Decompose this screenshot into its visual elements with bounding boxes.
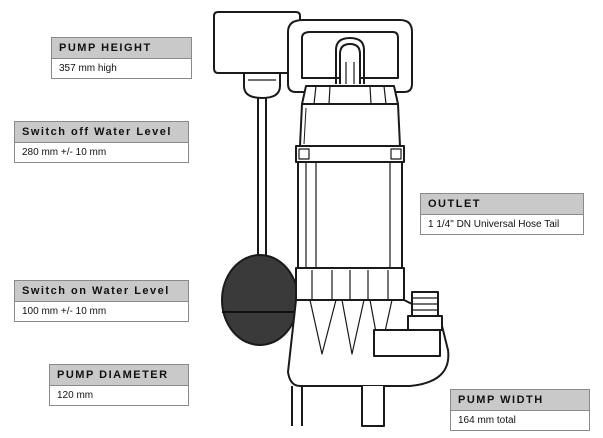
base-collar [295, 267, 405, 301]
pump-diameter-label: PUMP DIAMETER 120 mm [49, 364, 189, 406]
pump-width-value: 164 mm total [458, 415, 516, 426]
pump-feet [291, 386, 385, 427]
motor-cap [301, 85, 399, 105]
pump-width-title: PUMP WIDTH [451, 390, 589, 411]
outlet-label: OUTLET 1 1/4" DN Universal Hose Tail [420, 193, 584, 235]
pump-body [297, 161, 403, 269]
switch-on-title: Switch on Water Level [15, 281, 188, 302]
motor-upper-housing [299, 103, 401, 147]
pump-height-label: PUMP HEIGHT 357 mm high [51, 37, 192, 79]
pump-height-title: PUMP HEIGHT [52, 38, 191, 59]
motor-flange [295, 145, 405, 163]
switch-off-title: Switch off Water Level [15, 122, 188, 143]
outlet-title: OUTLET [421, 194, 583, 215]
pump-diameter-value: 120 mm [57, 390, 94, 401]
pump-width-label: PUMP WIDTH 164 mm total [450, 389, 590, 431]
outlet-hose-tail [407, 291, 443, 331]
switch-on-label: Switch on Water Level 100 mm +/- 10 mm [14, 280, 189, 322]
pump-diameter-title: PUMP DIAMETER [50, 365, 188, 386]
switch-off-value: 280 mm +/- 10 mm [22, 147, 107, 158]
float-cable [257, 98, 267, 258]
switch-off-label: Switch off Water Level 280 mm +/- 10 mm [14, 121, 189, 163]
switch-on-value: 100 mm +/- 10 mm [22, 306, 107, 317]
float-ball [221, 254, 299, 346]
cable-entry [335, 37, 365, 84]
outlet-value: 1 1/4" DN Universal Hose Tail [428, 219, 560, 230]
pump-height-value: 357 mm high [59, 63, 117, 74]
